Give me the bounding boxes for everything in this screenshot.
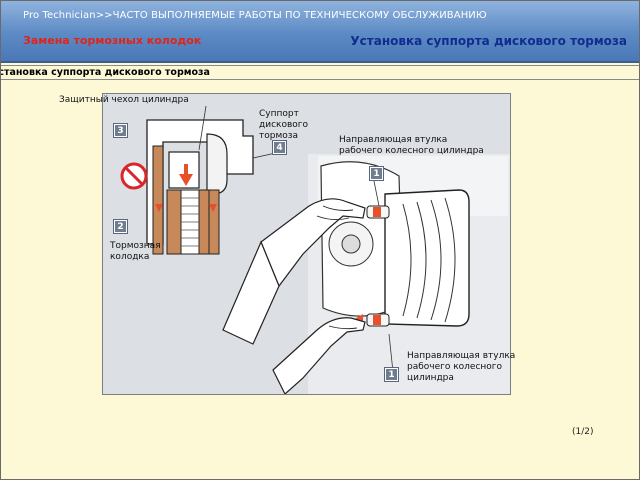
step-badge-1-bottom: 1 bbox=[384, 367, 399, 382]
label-sleeve-top: Направляющая втулка рабочего колесного ц… bbox=[339, 135, 484, 156]
breadcrumb[interactable]: Pro Technician>>ЧАСТО ВЫПОЛНЯЕМЫЕ РАБОТЫ… bbox=[23, 10, 487, 21]
illustration-panel bbox=[102, 93, 511, 395]
sleeve-top bbox=[366, 205, 390, 219]
label-caliper: Суппорт дискового тормоза bbox=[259, 109, 309, 141]
caliper-fins bbox=[402, 197, 456, 323]
step-badge-1-top: 1 bbox=[369, 166, 384, 181]
label-cylinder-cover: Защитный чехол цилиндра bbox=[59, 95, 189, 105]
section-bar: Установка суппорта дискового тормоза bbox=[0, 65, 639, 80]
page-title: Установка суппорта дискового тормоза bbox=[350, 34, 627, 48]
hand-bottom bbox=[272, 317, 366, 394]
caliper-body bbox=[384, 189, 470, 327]
step-badge-3: 3 bbox=[113, 123, 128, 138]
hub-center bbox=[341, 234, 361, 254]
pad-plate-right bbox=[208, 189, 220, 255]
section-subtitle: Замена тормозных колодок bbox=[23, 34, 202, 47]
down-arrow-small-left-icon bbox=[155, 204, 163, 212]
prohibition-icon bbox=[120, 162, 148, 190]
page-indicator: (1/2) bbox=[572, 427, 594, 437]
leader-sleeve-top bbox=[372, 175, 380, 207]
hand-top bbox=[260, 198, 366, 288]
pad-plate-left bbox=[152, 145, 164, 255]
label-brake-pad: Тормозная колодка bbox=[110, 241, 161, 262]
label-sleeve-bottom: Направляющая втулка рабочего колесного ц… bbox=[407, 351, 516, 383]
cylinder-cover-shape bbox=[206, 133, 228, 195]
leader-cover bbox=[198, 105, 207, 151]
caliper-photo-illustration bbox=[222, 161, 470, 394]
down-arrow-icon bbox=[179, 164, 193, 186]
brake-caliper-illustration bbox=[120, 105, 510, 394]
step-badge-2: 2 bbox=[113, 219, 128, 234]
header: Pro Technician>>ЧАСТО ВЫПОЛНЯЕМЫЕ РАБОТЫ… bbox=[1, 1, 639, 63]
down-arrow-small-right-icon bbox=[209, 204, 217, 212]
disc-hatching bbox=[181, 197, 199, 247]
step-badge-4: 4 bbox=[272, 140, 287, 155]
section-heading: Установка суппорта дискового тормоза bbox=[0, 67, 210, 78]
sleeve-bottom bbox=[366, 313, 390, 327]
leader-sleeve-bottom bbox=[388, 333, 394, 373]
arm-top bbox=[222, 240, 280, 345]
caliper-cutaway-diagram bbox=[120, 119, 254, 255]
